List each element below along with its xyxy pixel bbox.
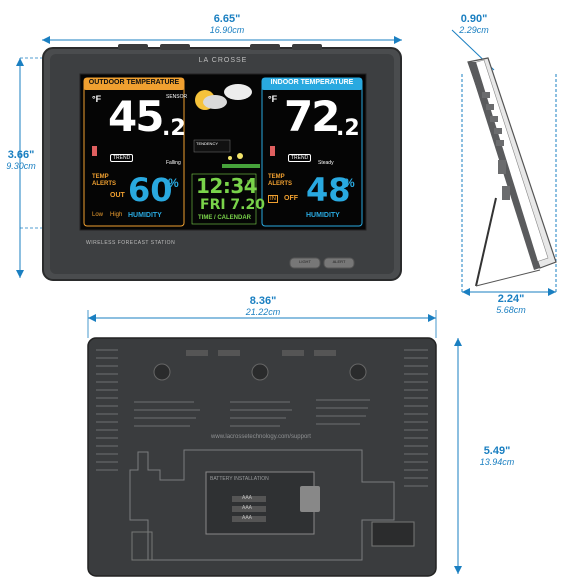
indoor-trend-label: TREND (288, 154, 312, 162)
stand-depth-label: 2.24" 5.68cm (486, 293, 536, 315)
clock-time: 12:34 (196, 174, 258, 198)
outdoor-humidity-percent: % (168, 176, 179, 190)
indoor-off-label: OFF (284, 195, 298, 202)
battery-type-2: AAA (242, 505, 253, 511)
tendency-label: TENDENCY (196, 141, 219, 146)
indoor-temp-alerts: TEMP ALERTS (268, 174, 292, 187)
battery-type-1: AAA (242, 495, 253, 501)
calendar-date: FRI 7.20 (200, 197, 265, 213)
support-url: www.lacrossetechnology.com/support (211, 434, 311, 440)
back-height-metric: 13.94cm (479, 456, 515, 467)
outdoor-low-label: Low (92, 212, 104, 218)
front-height-metric: 9.30cm (6, 160, 36, 171)
outdoor-high-label: High (110, 212, 123, 218)
depth-imperial: 0.90" (460, 13, 488, 25)
outdoor-humidity-label: HUMIDITY (128, 212, 162, 219)
indoor-temperature: 72 (284, 92, 340, 141)
back-width-imperial: 8.36" (249, 295, 277, 307)
light-button[interactable]: LIGHT (299, 259, 311, 264)
back-width-dimension-line (87, 310, 437, 338)
time-calendar-label: TIME / CALENDAR (198, 215, 251, 221)
indoor-humidity-percent: % (344, 176, 355, 190)
side-device (451, 29, 557, 296)
back-height-dimension-line (454, 338, 462, 574)
front-width-dimension-line (42, 36, 402, 44)
indoor-humidity-label: HUMIDITY (306, 212, 340, 219)
front-width-imperial: 6.65" (213, 13, 241, 25)
brand-logo: LA CROSSE (198, 57, 248, 64)
indoor-trend-value: Steady (318, 160, 334, 166)
indoor-in-label: IN (268, 195, 278, 203)
clock-pm: PM (247, 180, 255, 186)
outdoor-out-label: OUT (110, 192, 125, 199)
front-height-dimension-line (16, 57, 60, 278)
depth-metric: 2.29cm (459, 24, 489, 35)
front-width-label: 6.65" 16.90cm (192, 13, 262, 35)
outdoor-humidity: 60 (128, 171, 173, 209)
battery-label: BATTERY INSTALLATION (210, 476, 269, 482)
outdoor-unit: °F (92, 94, 102, 104)
front-width-metric: 16.90cm (209, 24, 245, 35)
front-device (42, 44, 402, 281)
indoor-humidity: 48 (306, 171, 351, 209)
back-width-label: 8.36" 21.22cm (228, 295, 298, 317)
depth-label: 0.90" 2.29cm (452, 13, 496, 35)
back-width-metric: 21.22cm (245, 306, 281, 317)
back-height-label: 5.49" 13.94cm (470, 445, 524, 467)
back-height-imperial: 5.49" (483, 445, 511, 457)
outdoor-trend-label: TREND (110, 154, 134, 162)
stand-depth-metric: 5.68cm (496, 304, 526, 315)
indoor-temperature-decimal: .2 (336, 116, 360, 141)
outdoor-temperature: 45 (108, 92, 164, 141)
back-device (87, 337, 437, 577)
outdoor-header: OUTDOOR TEMPERATURE (88, 79, 180, 86)
battery-type-3: AAA (242, 515, 253, 521)
stand-depth-imperial: 2.24" (497, 293, 525, 305)
front-height-imperial: 3.66" (7, 149, 35, 161)
front-height-label: 3.66" 9.30cm (0, 149, 42, 171)
indoor-header: INDOOR TEMPERATURE (270, 79, 354, 86)
outdoor-temp-alerts: TEMP ALERTS (92, 174, 116, 187)
indoor-unit: °F (268, 94, 278, 104)
outdoor-temperature-decimal: .2 (162, 116, 186, 141)
sensor-label: SENSOR (166, 94, 188, 100)
outdoor-trend-value: Falling (166, 160, 181, 166)
station-label: WIRELESS FORECAST STATION (86, 240, 176, 246)
alert-button[interactable]: ALERT (332, 259, 346, 264)
